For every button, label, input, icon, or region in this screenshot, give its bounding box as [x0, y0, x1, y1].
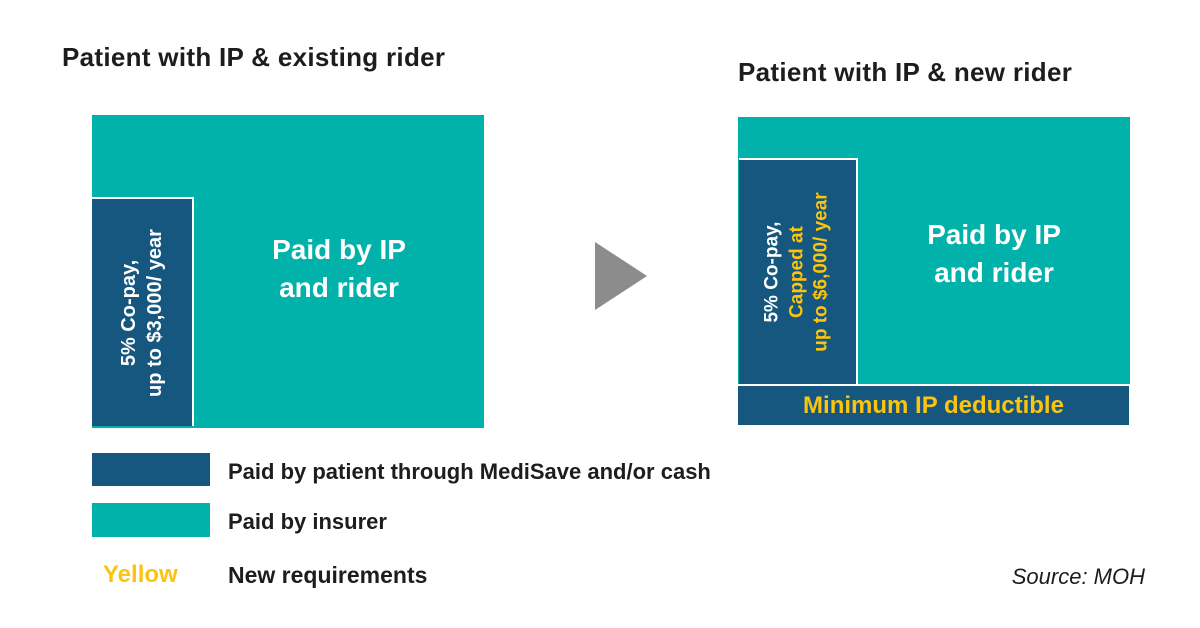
minimum-ip-deductible-bar: Minimum IP deductible	[738, 386, 1129, 425]
source-note: Source: MOH	[1011, 564, 1145, 589]
legend-insurer-swatch	[92, 503, 210, 537]
right-copay-line-2: Capped at	[786, 226, 808, 318]
legend-insurer-label: Paid by insurer	[228, 509, 387, 534]
right-copay-line-3: up to $6,000/ year	[810, 192, 832, 352]
right-copay-text: 5% Co-pay, Capped at up to $6,000/ year	[760, 192, 834, 351]
right-copay-line-1: 5% Co-pay,	[761, 221, 783, 323]
left-copay-box: 5% Co-pay, up to $3,000/ year	[92, 197, 194, 426]
right-arrow-icon	[595, 242, 647, 310]
legend-patient-swatch	[92, 453, 210, 486]
left-panel-title: Patient with IP & existing rider	[62, 42, 446, 72]
legend-new-requirements-label: New requirements	[228, 562, 428, 588]
right-copay-box: 5% Co-pay, Capped at up to $6,000/ year	[739, 158, 858, 384]
left-copay-text: 5% Co-pay, up to $3,000/ year	[116, 229, 168, 397]
minimum-ip-deductible-label: Minimum IP deductible	[803, 391, 1064, 419]
left-copay-line-2: up to $3,000/ year	[144, 228, 166, 397]
legend-patient-label: Paid by patient through MediSave and/or …	[228, 459, 711, 484]
legend-yellow-word: Yellow	[103, 561, 178, 588]
left-copay-line-1: 5% Co-pay,	[118, 259, 140, 366]
right-panel-title: Patient with IP & new rider	[738, 57, 1073, 87]
left-paid-by-ip-label: Paid by IP and rider	[272, 234, 406, 303]
right-paid-by-ip-label: Paid by IP and rider	[927, 219, 1061, 288]
